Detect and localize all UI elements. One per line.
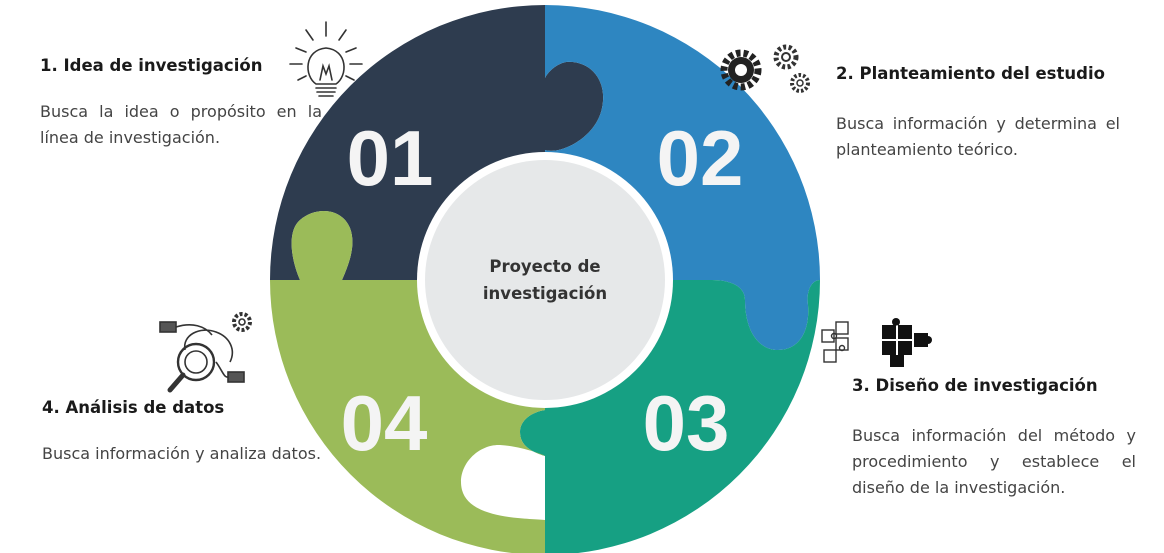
lightbulb-icon — [289, 21, 363, 97]
step-number-03: 03 — [643, 379, 730, 467]
puzzle-pieces-icon — [821, 318, 932, 367]
center-title-line1: Proyecto de — [489, 257, 600, 276]
step-description-04: Busca información y analiza datos. — [42, 444, 322, 463]
step-title-02: 2. Planteamiento del estudio — [836, 64, 1105, 83]
gears-icon — [720, 44, 810, 93]
step-description-01: Busca la idea o propósito en la línea de… — [40, 102, 322, 147]
step-number-04: 04 — [341, 379, 428, 467]
data-analysis-icon — [159, 312, 252, 393]
step-number-02: 02 — [657, 114, 744, 202]
step-title-03: 3. Diseño de investigación — [852, 376, 1098, 395]
step-title-04: 4. Análisis de datos — [42, 398, 225, 417]
step-description-02: Busca información y determina el plantea… — [836, 114, 1120, 159]
step-title-01: 1. Idea de investigación — [40, 56, 263, 75]
step-number-01: 01 — [347, 114, 434, 202]
step-description-03: Busca información del método y procedimi… — [852, 426, 1136, 497]
center-circle — [425, 160, 665, 400]
center-title-line2: investigación — [483, 284, 607, 303]
